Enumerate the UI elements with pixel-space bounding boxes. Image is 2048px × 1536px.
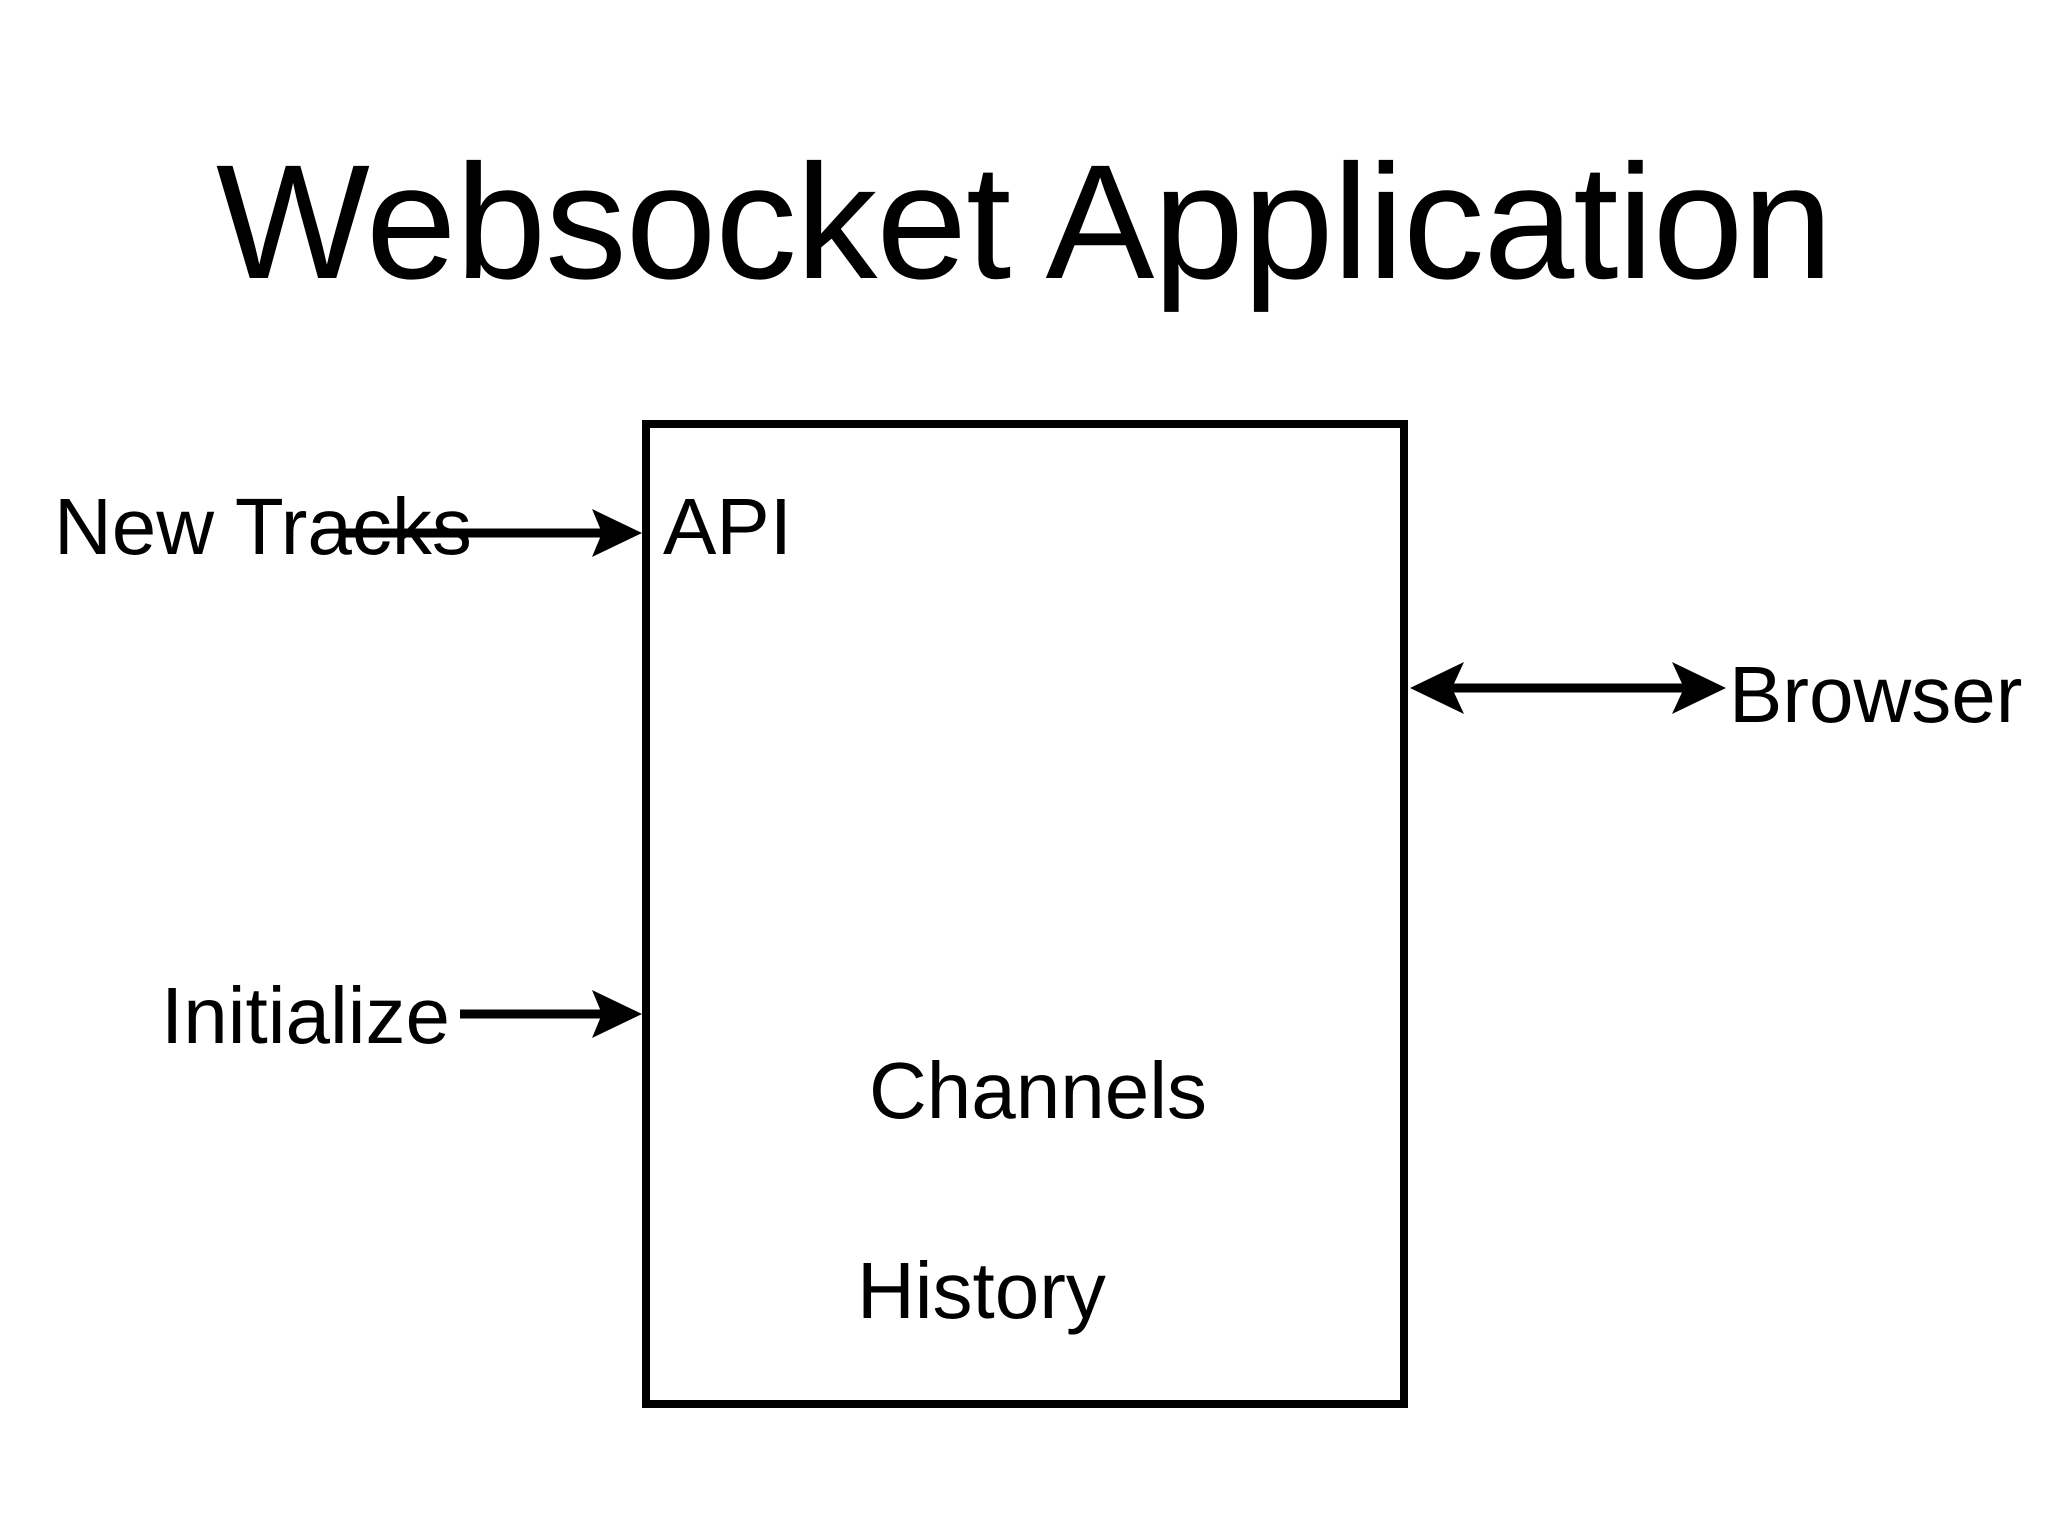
box-label-channels: Channels <box>869 1046 1208 1135</box>
external-label-browser: Browser <box>1729 650 2023 739</box>
page-title: Websocket Application <box>215 130 1833 313</box>
websocket-application-box <box>642 420 1408 1408</box>
box-label-api: API <box>663 482 792 571</box>
box-label-history: History <box>857 1246 1106 1335</box>
external-label-new-tracks: New Tracks <box>54 482 472 571</box>
initialize-arrow-icon <box>460 990 642 1038</box>
external-label-initialize: Initialize <box>161 971 451 1060</box>
browser-bidirectional-arrow-icon <box>1410 662 1726 714</box>
